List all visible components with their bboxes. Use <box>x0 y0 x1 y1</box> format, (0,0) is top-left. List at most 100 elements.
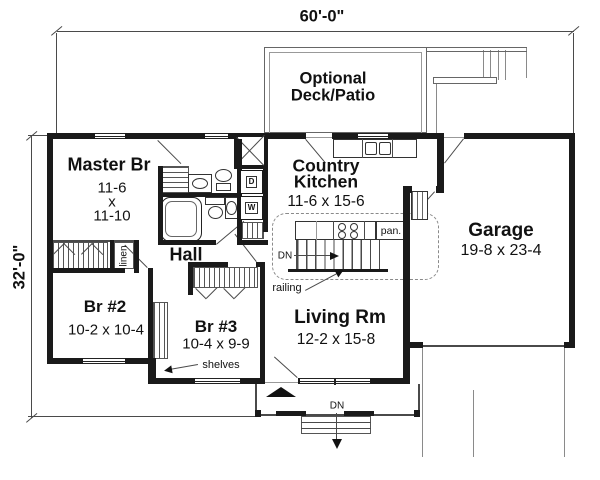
label-pantry: pan. <box>380 225 402 237</box>
wall-segment <box>163 193 237 197</box>
wall-segment <box>47 133 53 364</box>
wall-segment <box>47 268 125 273</box>
porch-rail <box>276 411 306 416</box>
stair-railing <box>288 269 388 272</box>
toilet-bowl <box>208 206 223 219</box>
deck-rail-post <box>490 50 492 80</box>
room-dims-master-x: x <box>108 193 116 211</box>
wall-segment <box>148 268 153 384</box>
walkway-edge <box>473 390 475 457</box>
wall-segment <box>332 133 358 139</box>
kitchen-sink-basin <box>379 142 391 155</box>
wall-segment <box>237 139 242 245</box>
wall-segment <box>110 240 114 273</box>
porch-post <box>414 410 420 417</box>
stairs-dn-arrow-line <box>294 255 330 257</box>
deck-rail-end <box>526 47 528 78</box>
range-burner <box>350 223 358 231</box>
room-dims-br2: 10-2 x 10-4 <box>68 321 144 339</box>
door-swing <box>273 356 298 378</box>
deck-rail-post <box>505 50 507 80</box>
label-stairs-dn: DN <box>277 250 293 262</box>
room-dims-kitchen: 11-6 x 15-6 <box>287 193 365 210</box>
island-divider <box>333 221 334 240</box>
closet-bath-shelf <box>161 166 189 194</box>
door-swing <box>443 138 464 164</box>
toilet-tank <box>205 197 225 205</box>
wall-segment <box>437 133 444 193</box>
extension-line <box>573 33 575 133</box>
room-label-garage: Garage <box>468 220 534 241</box>
room-label-br2: Br #2 <box>83 297 127 316</box>
washer-label: W <box>244 202 259 214</box>
ceiling-break-dashed <box>272 213 439 280</box>
room-label-master-br: Master Br <box>67 154 151 175</box>
range-burner <box>338 223 346 231</box>
wall-segment <box>403 186 412 193</box>
bathtub <box>161 197 202 242</box>
island-divider <box>316 221 317 240</box>
range-burner <box>350 231 358 239</box>
door-opening-deck <box>306 133 332 138</box>
window-mullion <box>334 379 336 385</box>
driveway-edge <box>422 348 424 457</box>
wall-segment <box>150 358 156 384</box>
wall-segment <box>263 168 268 232</box>
shelves-pointer-arrowhead <box>163 365 173 375</box>
wall-segment <box>388 133 444 139</box>
wall-segment <box>125 358 156 364</box>
bifold-door-line <box>206 287 218 299</box>
door-opening-front <box>265 378 298 383</box>
window <box>358 133 388 139</box>
shelves-pointer-line <box>169 363 198 371</box>
dryer: D <box>240 170 263 194</box>
wall-segment <box>47 133 95 139</box>
kitchen-sink-basin <box>365 142 377 155</box>
porch-edge <box>418 384 420 415</box>
window <box>300 378 370 385</box>
room-label-living: Living Rm <box>294 307 386 328</box>
room-dims-master-w: 11-6 <box>97 179 127 197</box>
counter-divider <box>362 139 363 158</box>
dimension-width-label: 60'-0" <box>299 7 345 26</box>
label-shelves: shelves <box>202 359 240 371</box>
extension-line <box>56 33 58 133</box>
deck-step <box>433 77 497 84</box>
wall-segment <box>564 342 575 348</box>
room-label-deck-line1: Optional <box>299 69 367 88</box>
deck-rail <box>427 47 527 52</box>
deck-rail-post <box>483 50 485 80</box>
closet-front-line <box>52 240 134 242</box>
shelves-br3 <box>153 302 168 359</box>
porch-dn-arrowhead <box>331 439 342 449</box>
toilet-bowl <box>215 169 232 182</box>
range-burner <box>338 231 346 239</box>
wall-segment <box>464 133 575 139</box>
room-dims-master-h: 11-10 <box>93 207 131 225</box>
room-label-br3: Br #3 <box>194 317 238 336</box>
wall-segment <box>228 133 234 139</box>
toilet-tank <box>216 183 231 191</box>
dim-line-left <box>31 135 33 418</box>
extension-line <box>28 416 257 418</box>
window <box>95 133 125 139</box>
wall-segment <box>370 378 410 384</box>
dryer-label: D <box>245 176 258 188</box>
window <box>195 378 240 384</box>
deck-edge <box>436 84 438 133</box>
closet-br3 <box>193 267 258 288</box>
porch-rail <box>344 411 374 416</box>
room-label-kitchen-line2: Kitchen <box>293 171 359 192</box>
wall-segment <box>403 186 410 384</box>
porch-post <box>255 410 261 417</box>
garage-door-line <box>423 345 564 347</box>
entry-step-marker <box>266 387 296 397</box>
porch-dn-arrow-line <box>336 413 338 440</box>
wall-segment <box>298 378 300 384</box>
room-label-hall: Hall <box>169 244 203 265</box>
door-opening-garage-service <box>444 133 464 138</box>
door-swing <box>157 140 182 165</box>
wall-segment <box>47 358 83 364</box>
wall-segment <box>150 378 195 384</box>
